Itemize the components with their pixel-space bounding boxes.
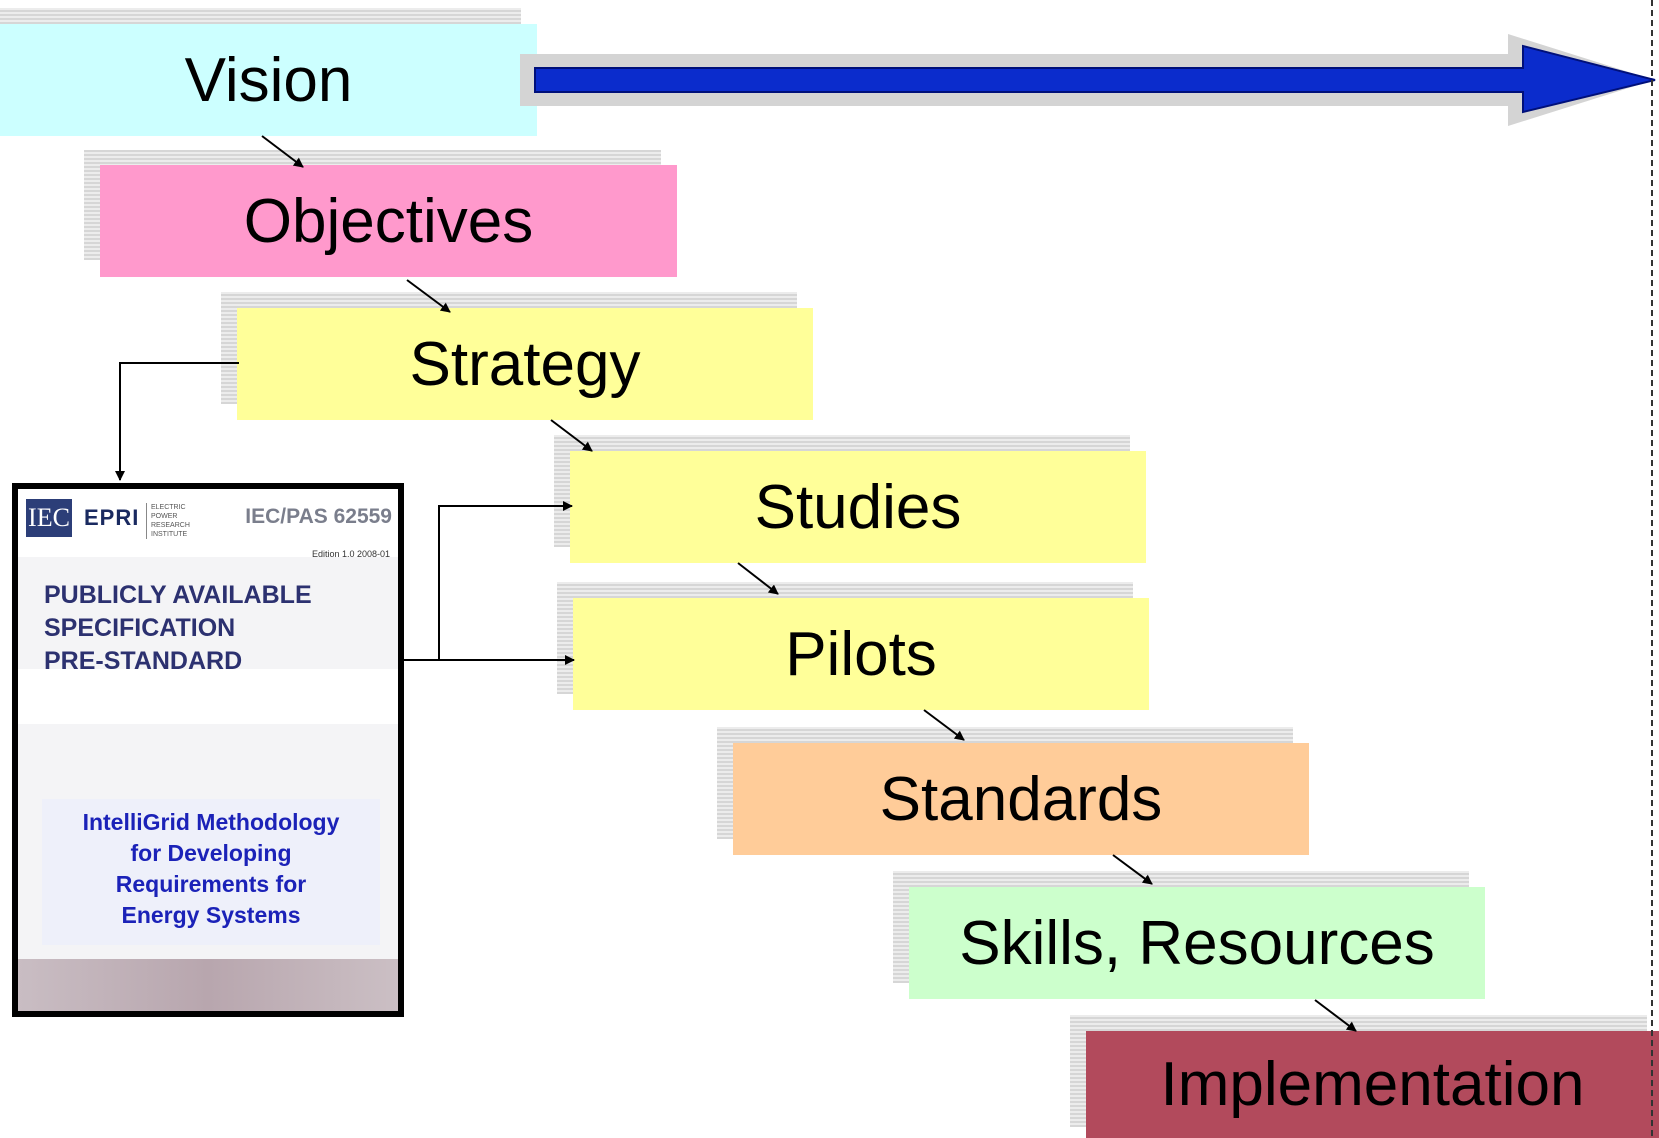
document-subtitle: PRE-STANDARD [44,647,243,675]
document-band [18,669,398,724]
methodology-line: Energy Systems [121,902,301,928]
document-code: IEC/PAS 62559 [245,505,392,528]
document-title: PUBLICLY AVAILABLE SPECIFICATION [44,579,312,645]
iec-logo: IEC [26,499,72,537]
step-label: Standards [733,743,1309,855]
timeline-arrow-shadow [520,34,1654,126]
document-to-studies-arrow [438,501,573,660]
document-header [18,489,398,557]
methodology-line: IntelliGrid Methodology [82,809,340,835]
step-label: Implementation [1086,1031,1659,1138]
document-cover: IEC EPRI ELECTRIC POWER RESEARCH INSTITU… [12,483,404,1017]
step-label: Pilots [573,598,1149,710]
step-label: Objectives [100,165,677,277]
step-label: Strategy [237,308,813,420]
step-label: Skills, Resources [909,887,1485,999]
epri-logo: EPRI [84,505,140,530]
document-footer [18,959,398,1011]
methodology-line: Requirements for [115,871,307,897]
methodology-title: IntelliGrid Methodology for Developing R… [42,807,380,931]
step-label: Vision [0,24,537,136]
document-title-line: PUBLICLY AVAILABLE [44,581,312,609]
epri-subtitle: ELECTRIC POWER RESEARCH INSTITUTE [146,503,207,539]
methodology-line: for Developing [130,840,292,866]
document-title-line: SPECIFICATION [44,614,236,642]
timeline-arrow [534,44,1656,114]
step-label: Studies [570,451,1146,563]
document-edition: Edition 1.0 2008-01 [311,549,390,559]
methodology-panel [42,799,380,945]
